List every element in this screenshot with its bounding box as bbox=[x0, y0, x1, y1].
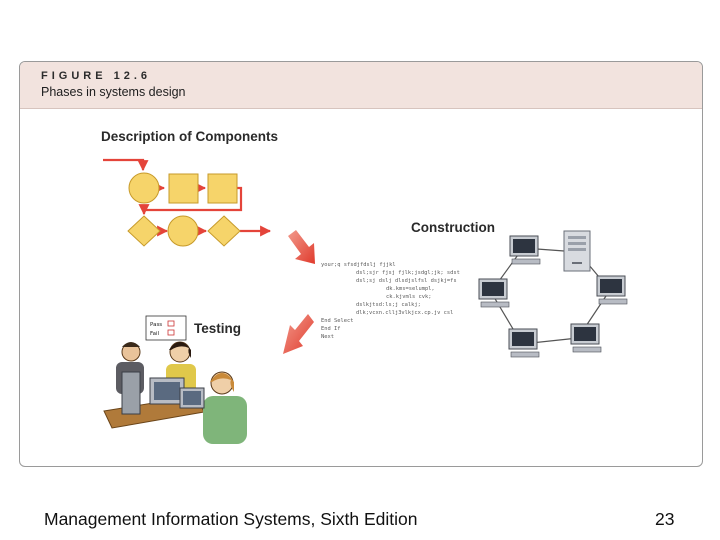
process-box bbox=[207, 173, 238, 204]
description-of-components-label: Description of Components bbox=[101, 129, 278, 144]
computer-monitor bbox=[149, 377, 185, 405]
code-line: dsl;sj dslj dlsdjslfsl dsjkj=fs bbox=[356, 278, 457, 284]
code-line: dlk;vcxn.cllj3vlkjcx.cp.jv csl bbox=[356, 310, 453, 316]
code-line: End If bbox=[321, 326, 340, 332]
process-circle bbox=[128, 172, 160, 204]
computer-icon bbox=[596, 275, 628, 305]
figure-caption: Phases in systems design bbox=[41, 85, 186, 99]
decision-diamond bbox=[127, 215, 161, 247]
server-icon bbox=[563, 230, 591, 272]
construction-label: Construction bbox=[411, 220, 495, 235]
code-line: Next bbox=[321, 334, 334, 340]
code-line: dslkjtsd:ls;j calkj; bbox=[356, 302, 421, 308]
test-sheet-fail: Fail bbox=[150, 331, 160, 337]
figure-label: FIGURE 12.6 bbox=[41, 70, 152, 82]
computer-tower bbox=[121, 371, 141, 415]
page-number: 23 bbox=[655, 509, 675, 529]
connector bbox=[138, 186, 243, 216]
computer-icon bbox=[478, 278, 510, 308]
testing-illustration: Pass Fail bbox=[103, 315, 247, 444]
code-line: End Select bbox=[321, 318, 353, 324]
computer-icon bbox=[509, 235, 541, 265]
code-line: dsl;sjr fjsj fjlk;jsdgl;jk; sdst bbox=[356, 270, 460, 276]
computer-icon bbox=[508, 328, 540, 358]
code-line: dk.kms=selumpl, bbox=[386, 286, 435, 292]
decision-diamond bbox=[207, 215, 241, 247]
test-sheet-pass: Pass bbox=[150, 322, 162, 328]
testing-label: Testing bbox=[194, 321, 241, 336]
process-circle bbox=[167, 215, 199, 247]
person-right bbox=[203, 371, 247, 444]
computer-icon bbox=[570, 323, 602, 353]
network-diagram bbox=[478, 230, 628, 358]
arrow-to-construction bbox=[288, 230, 315, 264]
connector bbox=[103, 158, 149, 172]
process-box bbox=[168, 173, 199, 204]
figure-header: FIGURE 12.6 Phases in systems design bbox=[20, 62, 702, 109]
arrow-to-testing bbox=[283, 314, 314, 354]
test-checklist-sheet: Pass Fail bbox=[145, 315, 187, 341]
component-flowchart bbox=[103, 158, 272, 247]
code-line: your;q sfsdjfdslj fjjkl bbox=[321, 262, 396, 268]
code-listing: your;q sfsdjfdslj fjjkl dsl;sjr fjsj fjl… bbox=[321, 262, 460, 340]
book-title: Management Information Systems, Sixth Ed… bbox=[44, 509, 418, 529]
code-line: ck.kjvmls cvk; bbox=[386, 294, 431, 300]
computer-monitor bbox=[179, 387, 205, 409]
